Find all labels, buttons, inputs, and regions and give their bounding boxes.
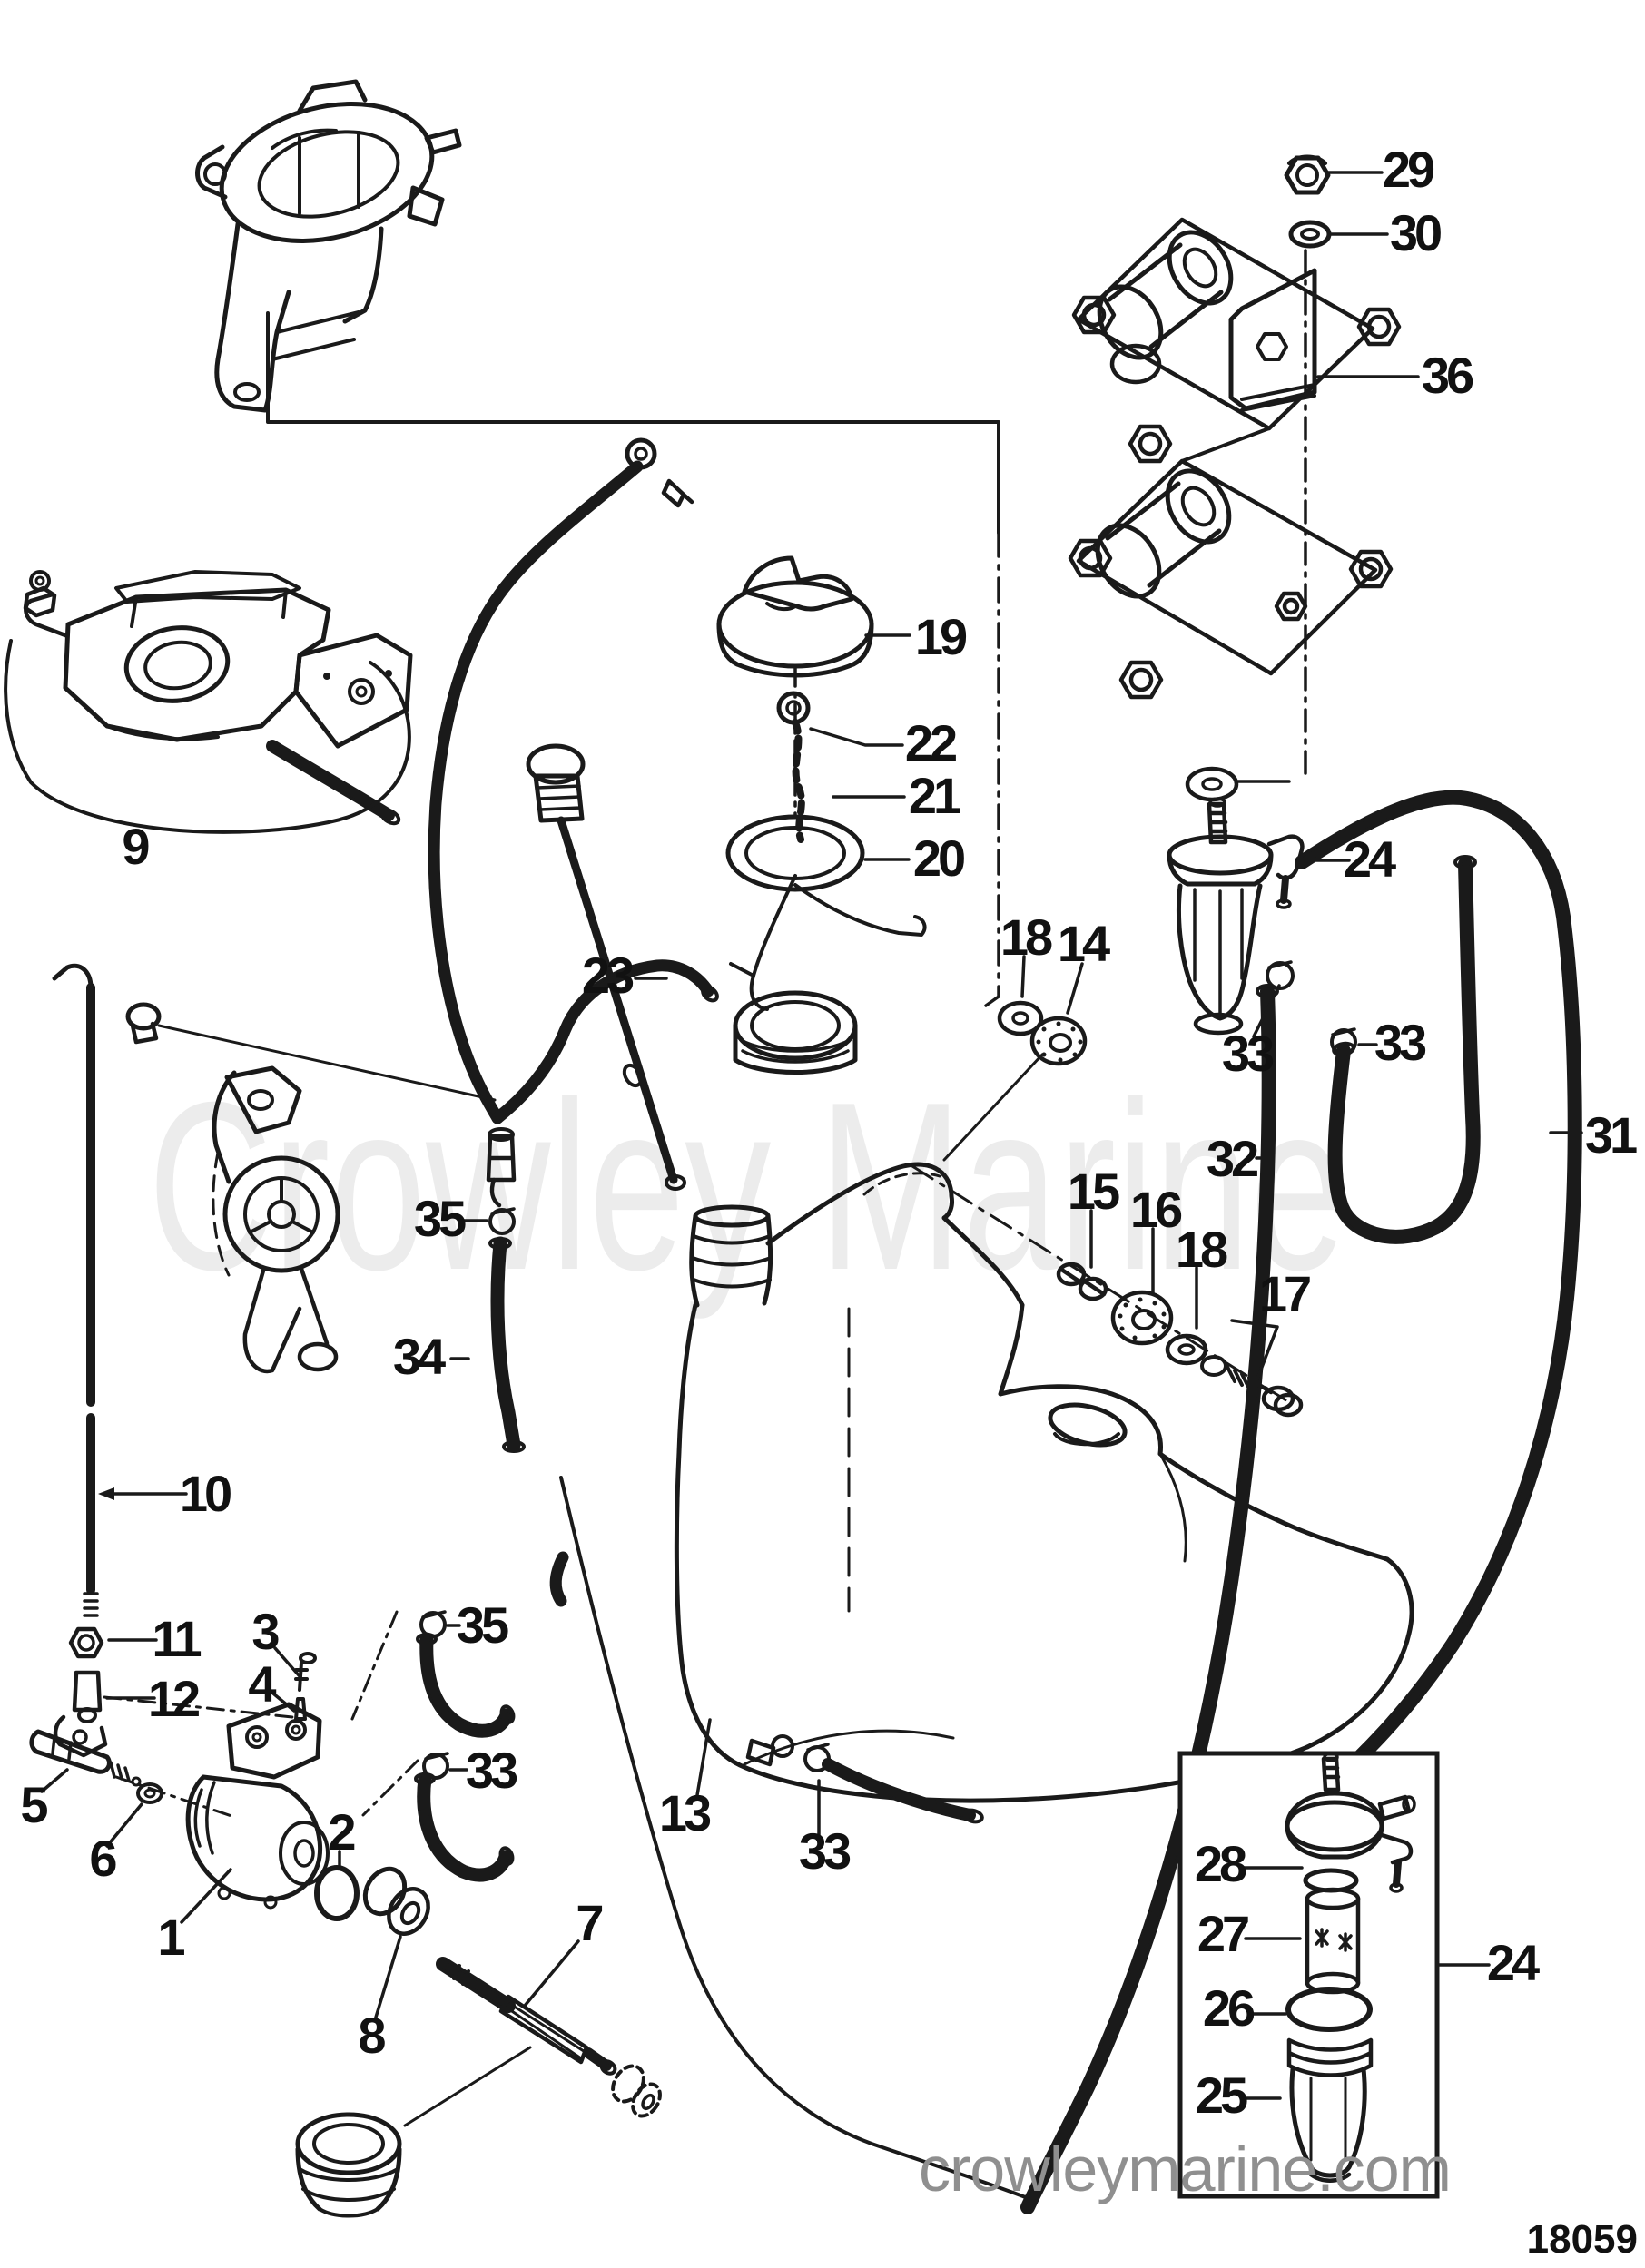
callout-2: 2	[328, 1803, 354, 1861]
leader-arrowhead	[98, 1487, 114, 1500]
threaded-bushing	[295, 2046, 532, 2218]
o-ring-2	[314, 1865, 360, 1921]
connector-5	[29, 1729, 142, 1787]
filter-detail-box	[1177, 1751, 1440, 2199]
callout-6: 6	[89, 1830, 116, 1887]
callout-17: 17	[1259, 1265, 1310, 1322]
callout-26: 26	[1203, 1979, 1255, 2037]
washer-30	[1288, 220, 1332, 249]
spacer-15	[1056, 1262, 1108, 1301]
callout-18a: 18	[1000, 908, 1052, 966]
watermark-text: Crowley Marine	[148, 1052, 1346, 1320]
callout-3: 3	[251, 1603, 279, 1660]
callout-31: 31	[1585, 1106, 1637, 1163]
callout-4: 4	[248, 1655, 276, 1713]
callout-10: 10	[180, 1465, 231, 1522]
bracket	[1228, 268, 1317, 412]
oil-pump	[185, 1652, 330, 1910]
hose-loop	[1224, 790, 1582, 1859]
callout-1: 1	[157, 1909, 184, 1966]
callout-33d: 33	[799, 1822, 851, 1880]
fuel-filter	[1167, 766, 1305, 1036]
callout-33a: 33	[1222, 1025, 1274, 1082]
cap-chain	[792, 719, 805, 843]
nut-29	[1284, 154, 1331, 195]
callout-30: 30	[1390, 204, 1441, 261]
callout-24a: 24	[1344, 830, 1396, 888]
pump-centerlines	[103, 1695, 294, 1819]
cap-retainer	[776, 691, 811, 725]
grommet-14	[942, 1016, 1088, 1162]
callout-33c: 33	[466, 1742, 517, 1799]
callout-36: 36	[1422, 347, 1473, 404]
grommet-16	[1110, 1290, 1174, 1346]
callout-23: 23	[582, 947, 634, 1004]
oil-tank	[674, 1162, 1414, 1824]
adapter-housing	[195, 79, 462, 413]
callout-20: 20	[913, 830, 964, 887]
washer-18a	[997, 1000, 1044, 1036]
callout-32: 32	[1207, 1130, 1257, 1187]
callout-16: 16	[1130, 1181, 1182, 1238]
long-hose-sweep	[559, 1476, 1029, 2200]
pulley-bracket	[212, 1065, 340, 1374]
callout-19: 19	[915, 608, 967, 665]
lower-mount	[1095, 468, 1232, 599]
callout-leaders	[40, 171, 1583, 2100]
callout-35b: 35	[457, 1596, 508, 1654]
filler-collar	[733, 990, 858, 1075]
callout-24b: 24	[1487, 1934, 1540, 1991]
callout-15: 15	[1068, 1163, 1119, 1220]
mount-plate-assembly	[1068, 154, 1402, 777]
callout-8: 8	[358, 2007, 385, 2064]
callout-13: 13	[659, 1784, 711, 1841]
callout-29: 29	[1383, 141, 1434, 198]
callout-21: 21	[909, 767, 960, 824]
callout-25: 25	[1196, 2067, 1247, 2124]
washer-18b	[1165, 1333, 1208, 1366]
mount-nuts	[1068, 295, 1402, 700]
link-rod	[52, 963, 99, 1617]
upper-mount	[1097, 230, 1234, 360]
assembly-connector-line	[266, 311, 1000, 1007]
drawing-number: 18059	[1527, 2217, 1638, 2262]
rod-nut-11	[68, 1626, 104, 1659]
callout-9: 9	[122, 818, 149, 875]
callout-5: 5	[20, 1776, 47, 1833]
callout-28: 28	[1195, 1835, 1246, 1892]
coupler-8	[362, 1866, 430, 1936]
filler-gasket	[725, 814, 927, 1011]
callout-35a: 35	[414, 1190, 466, 1247]
site-watermark: crowleymarine.com	[919, 2134, 1451, 2204]
callout-11: 11	[152, 1610, 201, 1667]
dipstick	[526, 743, 686, 1191]
callout-34: 34	[393, 1328, 446, 1385]
hose-31	[1327, 855, 1481, 1244]
supply-line	[125, 437, 719, 1607]
callout-22: 22	[905, 714, 956, 771]
callout-7: 7	[576, 1894, 602, 1951]
callout-18b: 18	[1176, 1221, 1227, 1278]
carburetor	[4, 570, 413, 834]
callout-27: 27	[1197, 1905, 1248, 1962]
drive-shaft-7	[436, 1957, 662, 2118]
pump-hoses	[350, 1610, 516, 1882]
callout-12: 12	[148, 1670, 199, 1727]
callout-33b: 33	[1374, 1014, 1426, 1071]
callout-14: 14	[1058, 915, 1110, 972]
